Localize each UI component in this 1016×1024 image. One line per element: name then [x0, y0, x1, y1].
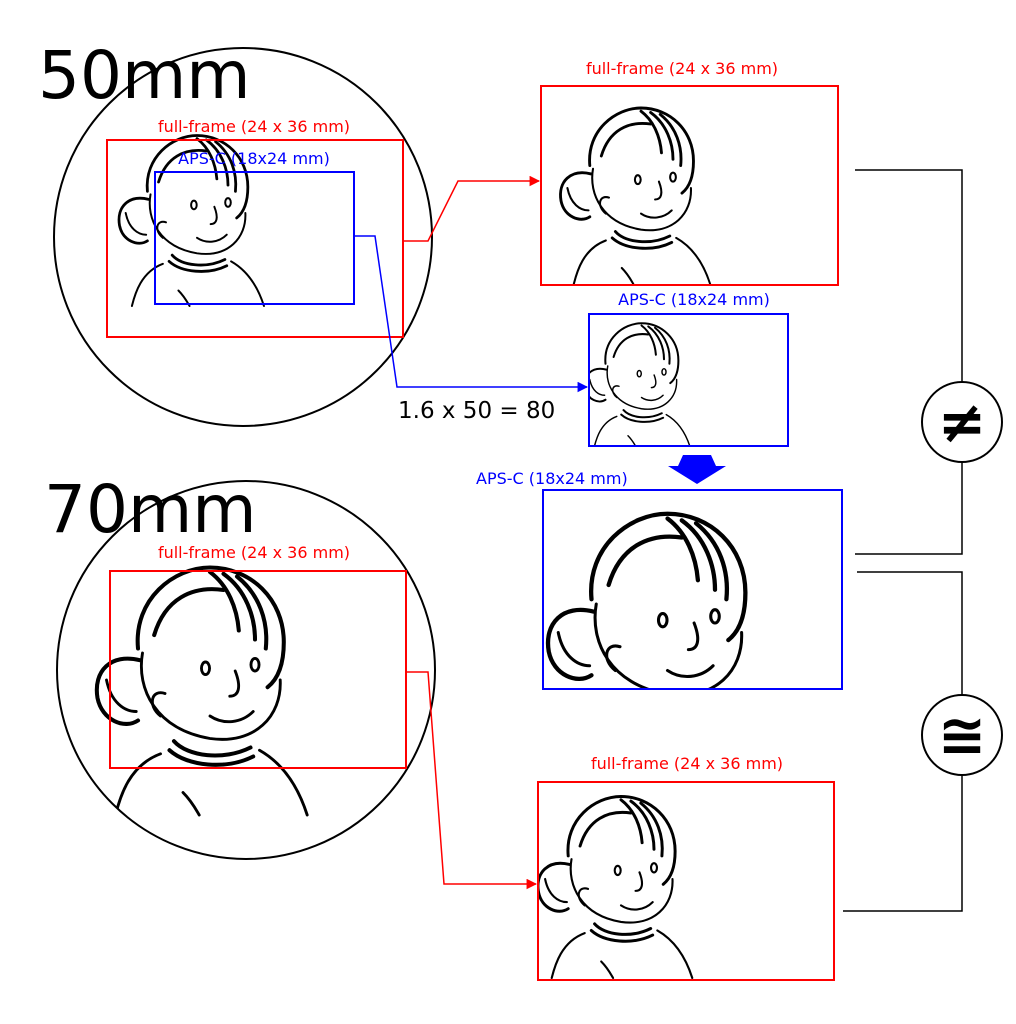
result-apsc-enlarged: APS-C (18x24 mm): [476, 469, 843, 775]
lens-50-circle: [53, 47, 433, 427]
lens-50-focal-label: 50mm: [38, 37, 251, 114]
lens-50mm-group: 50mm full-frame (24 x 36 mm) APS-C (18x2…: [38, 37, 433, 427]
bracket-not-equal: [855, 169, 963, 555]
result-fullframe-70-label: full-frame (24 x 36 mm): [591, 754, 783, 773]
result-apsc-50: APS-C (18x24 mm): [588, 290, 789, 447]
not-equal-circle: [921, 381, 1003, 463]
girl-portrait-sketch-icon: [589, 322, 692, 446]
lens-70-focal-label: 70mm: [44, 471, 257, 548]
lens-70-fullframe-rect: [109, 570, 407, 769]
not-equal-icon: ≠: [938, 388, 987, 456]
result-apsc-50-label: APS-C (18x24 mm): [618, 290, 770, 309]
lens-50-apsc-rect: [154, 171, 355, 305]
girl-portrait-sketch-icon: [97, 568, 307, 816]
result-apsc-enlarged-rect: [542, 489, 843, 690]
arrow-fullframe-70: [407, 671, 538, 890]
result-fullframe-50: full-frame (24 x 36 mm): [540, 59, 839, 286]
down-arrow-icon: [668, 455, 726, 484]
lens-50-fullframe-label: full-frame (24 x 36 mm): [158, 117, 350, 136]
girl-portrait-sketch-icon: [538, 795, 694, 980]
approximately-equal-icon: ≅: [938, 701, 987, 769]
result-fullframe-70-rect: [537, 781, 835, 981]
not-equal-badge: ≠: [921, 381, 1003, 463]
lens-70mm-group: 70mm full-frame (24 x 36 mm): [44, 471, 436, 860]
approx-equal-badge: ≅: [921, 694, 1003, 776]
approx-equal-circle: [921, 694, 1003, 776]
result-apsc-enlarged-label: APS-C (18x24 mm): [476, 469, 628, 488]
result-apsc-50-rect: [588, 313, 789, 447]
lens-70-image: [97, 568, 307, 816]
lens-70-fullframe-label: full-frame (24 x 36 mm): [158, 543, 350, 562]
result-fullframe-70: full-frame (24 x 36 mm): [537, 754, 835, 981]
girl-portrait-sketch-icon: [559, 106, 712, 285]
crop-equation: 1.6 x 50 = 80: [398, 398, 555, 424]
lens-70-circle: [56, 480, 436, 860]
lens-50-fullframe-rect: [106, 139, 404, 338]
girl-portrait-sketch-icon: [548, 514, 770, 775]
result-fullframe-50-label: full-frame (24 x 36 mm): [586, 59, 778, 78]
connector-arrows: [355, 175, 589, 890]
arrow-apsc-50: [355, 235, 589, 393]
lens-50-apsc-label: APS-C (18x24 mm): [178, 149, 330, 168]
result-fullframe-50-rect: [540, 85, 839, 286]
comparison-brackets: [843, 169, 963, 912]
arrow-fullframe-50: [404, 175, 541, 242]
